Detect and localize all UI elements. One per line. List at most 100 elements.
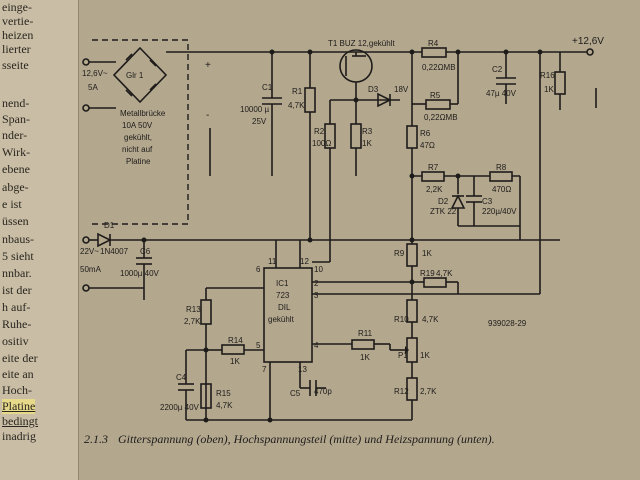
ic-pin: 5 <box>256 341 261 350</box>
r4-label: R4 <box>428 39 439 48</box>
ic-pin: 11 <box>268 257 277 266</box>
r1-label: R1 <box>292 87 303 96</box>
resistor-r15: R15 4,7K <box>200 383 233 410</box>
bridge-note: gekühlt, <box>124 133 152 142</box>
r3-label: R3 <box>362 127 373 136</box>
transistor-t1: T1 BUZ 12,gekühlt <box>328 39 395 100</box>
resistor-r14: R14 1K <box>221 336 264 366</box>
left-line: eite der <box>2 351 38 365</box>
resistor-r1: R1 4,7K <box>288 52 316 240</box>
c4-value: 2200µ 40V <box>160 403 200 412</box>
r12-label: R12 <box>394 387 409 396</box>
bridge-note: 10A 50V <box>122 121 153 130</box>
left-line: abge- <box>2 180 29 194</box>
resistor-r2: R2 100Ω <box>312 99 356 176</box>
left-line: lierter <box>2 42 31 56</box>
d3-value: 18V <box>394 85 409 94</box>
r19-value: 4,7K <box>436 269 453 278</box>
left-line: Hoch- <box>2 383 32 397</box>
r5-value: 0,22ΩMB <box>424 113 458 122</box>
left-line: heizen <box>2 28 34 42</box>
resistor-r7: R7 2,2K <box>421 163 445 194</box>
r15-label: R15 <box>216 389 231 398</box>
diode-d1: D1 1N4007 <box>97 221 129 256</box>
ic-label: IC1 <box>276 279 289 288</box>
r7-label: R7 <box>428 163 439 172</box>
left-line: h auf- <box>2 300 31 314</box>
capacitor-c5: C5 470p <box>290 380 332 398</box>
ic1-regulator: IC1 723 DIL gekühlt 11 12 6 10 2 3 5 4 7… <box>256 52 541 420</box>
r15-value: 4,7K <box>216 401 233 410</box>
r9-label: R9 <box>394 249 405 258</box>
zener-d2: D2 ZTK 22 <box>430 176 466 226</box>
resistor-r9: R9 1K <box>394 243 432 267</box>
resistor-r8: R8 470Ω <box>489 163 513 194</box>
bridge-rectifier: Glr 1 Metallbrücke 10A 50V gekühlt, nich… <box>89 39 211 225</box>
c6-value: 1000µ 40V <box>120 269 160 278</box>
ic-pin: 13 <box>298 365 307 374</box>
aux-current-label: 50mA <box>80 265 102 274</box>
ic-package: DIL <box>278 303 291 312</box>
bridge-label: Glr 1 <box>126 71 144 80</box>
r4-value: 0,22ΩMB <box>422 63 456 72</box>
c2-value: 47µ 40V <box>486 89 517 98</box>
left-line: Platine <box>2 399 36 414</box>
capacitor-c4: C4 2200µ 40V <box>160 373 200 420</box>
figure-caption: Gitterspannung (oben), Hochspannungsteil… <box>118 432 495 446</box>
d2-label: D2 <box>438 197 449 206</box>
r16-value: 1K <box>544 85 554 94</box>
c3-value: 220µ/40V <box>482 207 517 216</box>
plus-sign: + <box>205 60 211 71</box>
left-line: nnbar. <box>2 266 32 280</box>
resistor-r19: R19 4,7K <box>412 269 459 294</box>
resistor-r11: R11 1K <box>312 329 391 362</box>
c3-label: C3 <box>482 197 493 206</box>
output-voltage-label: +12,6V <box>572 36 604 47</box>
capacitor-c6: C6 1000µ 40V <box>120 240 160 288</box>
resistor-r16: R16 1K <box>540 52 566 110</box>
c1-voltage: 25V <box>252 117 267 126</box>
ic-pin: 7 <box>262 365 267 374</box>
aux-voltage-label: 22V~ <box>80 247 99 256</box>
r11-value: 1K <box>360 353 370 362</box>
left-line: ebene <box>2 162 30 176</box>
ic-pin: 4 <box>314 341 319 350</box>
p1-label: P1 <box>398 351 408 360</box>
r8-value: 470Ω <box>492 185 511 194</box>
zener-d3: D3 18V <box>368 85 409 108</box>
figure-reference: 939028-29 <box>488 319 527 328</box>
ic-pin: 3 <box>314 291 319 300</box>
resistor-r5: R5 0,22ΩMB <box>412 52 459 122</box>
d1-label: D1 <box>104 221 115 230</box>
c4-label: C4 <box>176 373 187 382</box>
left-line: Span- <box>2 112 30 126</box>
r13-value: 2,7K <box>184 317 201 326</box>
resistor-r4: R4 0,22ΩMB <box>421 39 456 72</box>
left-line: Ruhe- <box>2 317 32 331</box>
capacitor-c2: C2 47µ 40V <box>486 52 517 104</box>
ic-pin: 6 <box>256 265 261 274</box>
left-line: ositiv <box>2 334 29 348</box>
capacitor-c1: C1 10000 µ 25V <box>240 52 282 176</box>
ac-voltage-label: 12,6V~ <box>82 69 108 78</box>
r14-label: R14 <box>228 336 243 345</box>
left-line: nder- <box>2 128 28 142</box>
ic-pin: 12 <box>300 257 309 266</box>
left-line: nend- <box>2 96 30 110</box>
r9-value: 1K <box>422 249 432 258</box>
p1-value: 1K <box>420 351 430 360</box>
capacitor-c3: C3 220µ/40V <box>466 176 517 226</box>
d3-label: D3 <box>368 85 379 94</box>
r2-value: 100Ω <box>312 139 331 148</box>
d2-value: ZTK 22 <box>430 207 457 216</box>
r3-value: 1K <box>362 139 372 148</box>
r10-label: R10 <box>394 315 409 324</box>
r6-label: R6 <box>420 129 431 138</box>
r5-label: R5 <box>430 91 441 100</box>
resistor-r13: R13 2,7K <box>184 299 212 420</box>
left-line: bedingt <box>2 414 38 428</box>
r10-value: 4,7K <box>422 315 439 324</box>
minus-sign: - <box>206 110 209 121</box>
r7-value: 2,2K <box>426 185 443 194</box>
left-line: sseite <box>2 58 29 72</box>
